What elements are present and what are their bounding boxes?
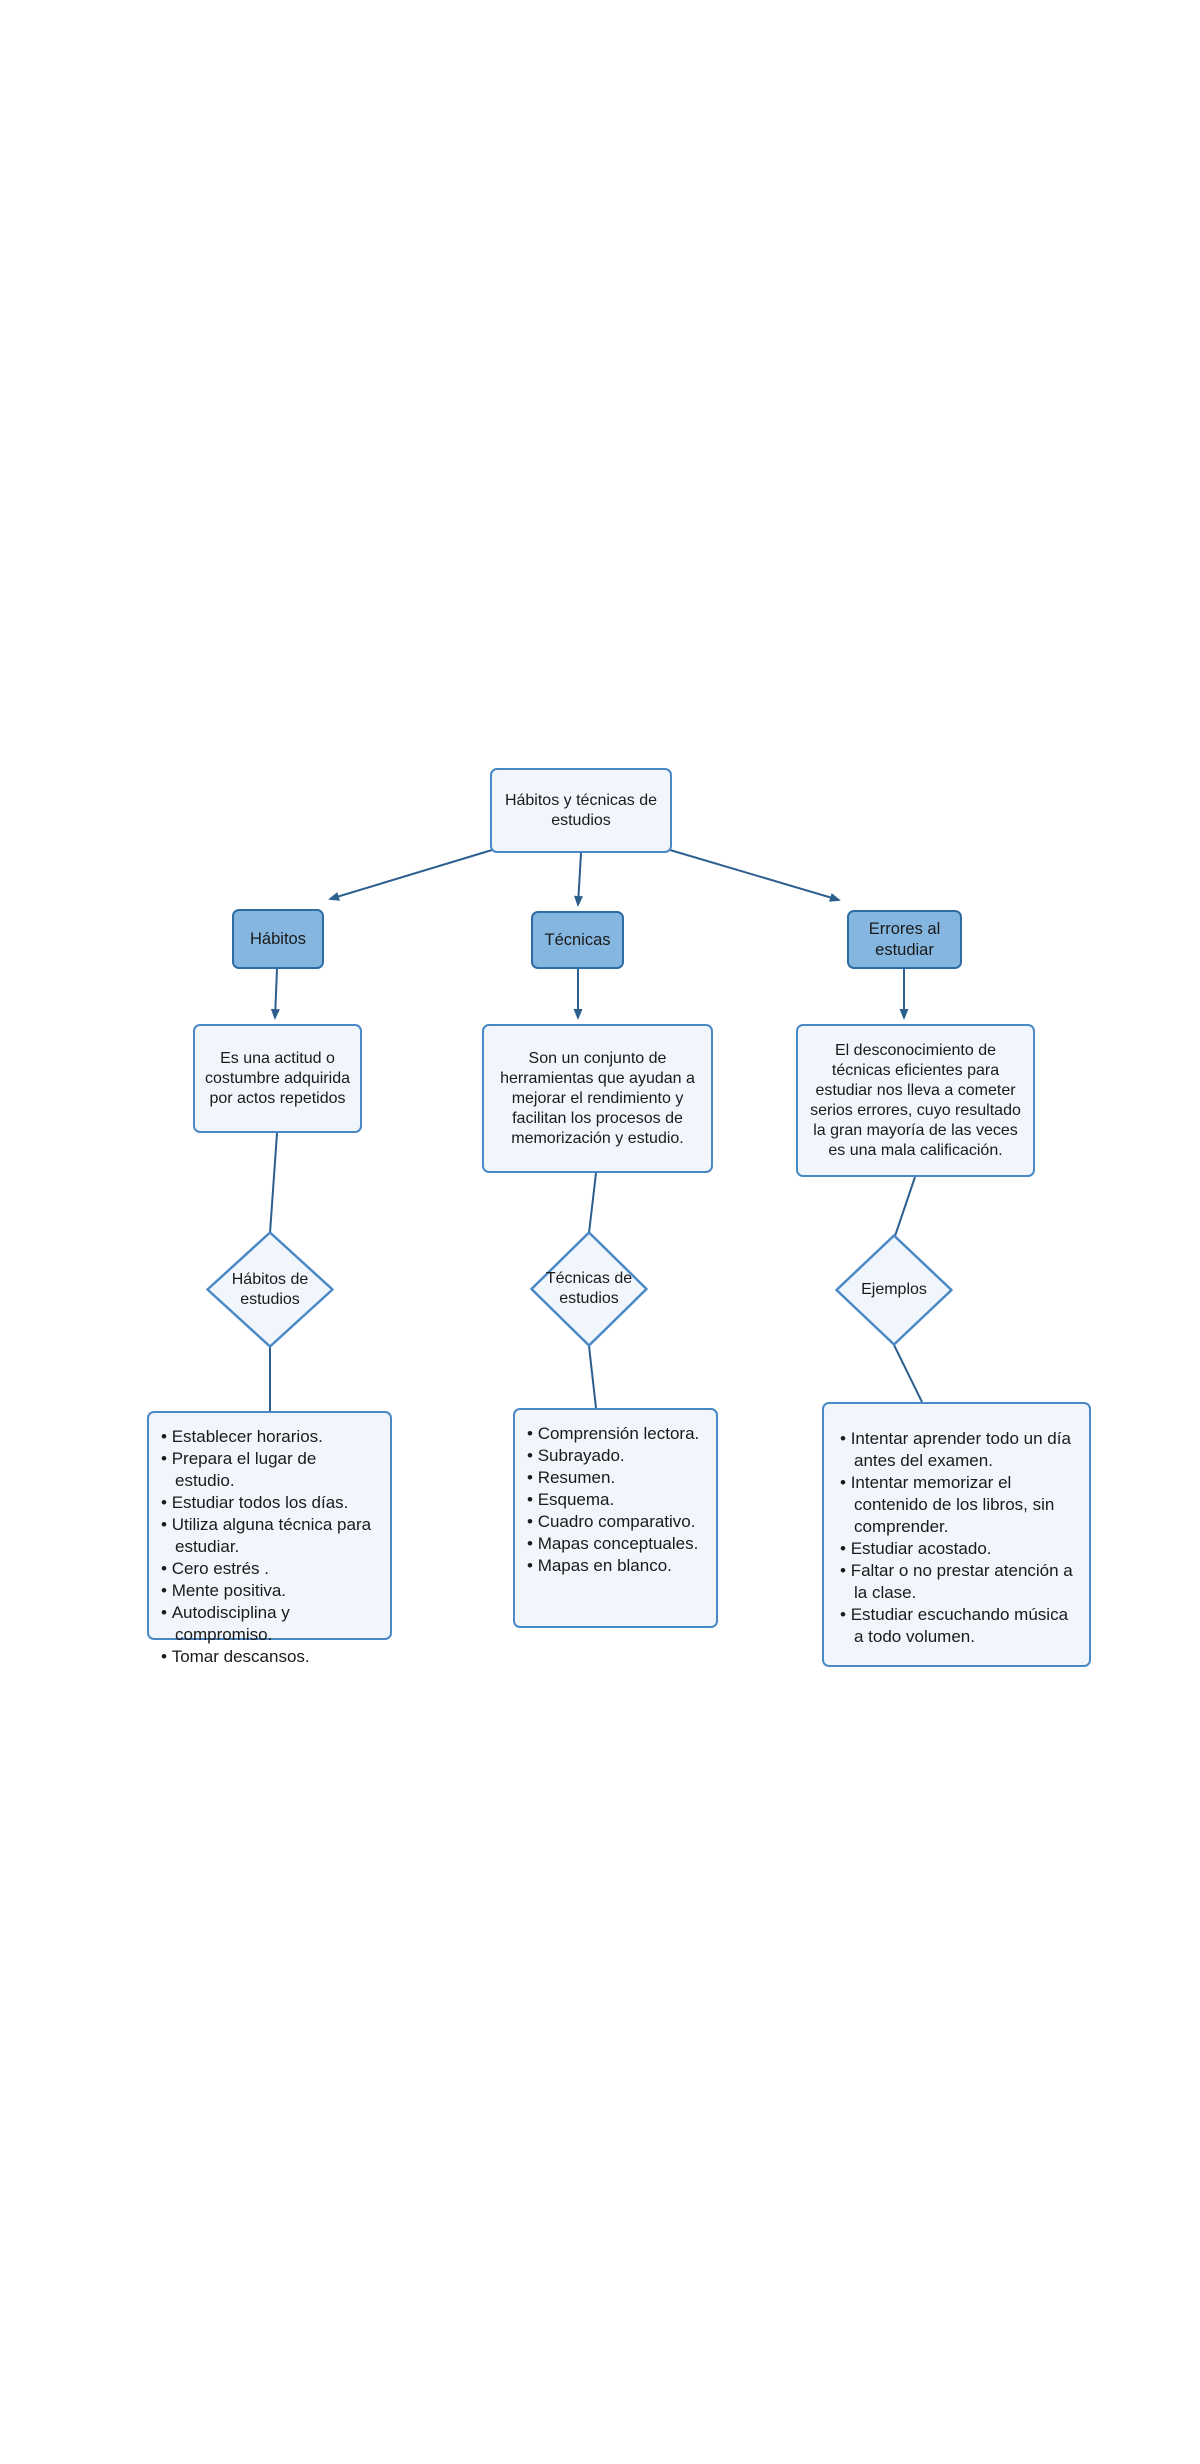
diamond-node-ejemplos: Ejemplos bbox=[835, 1234, 953, 1346]
list-item: Comprensión lectora. bbox=[527, 1423, 708, 1445]
list-item: Esquema. bbox=[527, 1489, 708, 1511]
list-item: Intentar memorizar el contenido de los l… bbox=[840, 1472, 1077, 1538]
diamond-node-tecnicas-de-estudios: Técnicas de estudios bbox=[530, 1231, 648, 1347]
category-node-habitos: Hábitos bbox=[232, 909, 324, 969]
diamond-label: Ejemplos bbox=[861, 1281, 927, 1298]
category-label: Errores al estudiar bbox=[868, 919, 941, 959]
category-label: Hábitos bbox=[250, 929, 306, 948]
description-node-habitos: Es una actitud o costumbre adquirida por… bbox=[193, 1024, 362, 1133]
description-text: El desconocimiento de técnicas eficiente… bbox=[810, 1041, 1021, 1159]
list-item: Establecer horarios. bbox=[161, 1426, 380, 1448]
list-item: Estudiar acostado. bbox=[840, 1538, 1077, 1560]
diamond-label: Hábitos de estudios bbox=[231, 1270, 309, 1308]
list-node-habitos: Establecer horarios. Prepara el lugar de… bbox=[147, 1411, 392, 1666]
list-item: Estudiar escuchando música a todo volume… bbox=[840, 1604, 1077, 1648]
description-text: Es una actitud o costumbre adquirida por… bbox=[205, 1049, 350, 1107]
category-node-tecnicas: Técnicas bbox=[531, 911, 624, 969]
list-node-tecnicas: Comprensión lectora. Subrayado. Resumen.… bbox=[513, 1408, 718, 1628]
list-item: Mente positiva. bbox=[161, 1580, 380, 1602]
description-node-tecnicas: Son un conjunto de herramientas que ayud… bbox=[482, 1024, 713, 1173]
description-node-errores: El desconocimiento de técnicas eficiente… bbox=[796, 1024, 1035, 1177]
list-item: Intentar aprender todo un día antes del … bbox=[840, 1428, 1077, 1472]
list-item: Autodisciplina y compromiso. bbox=[161, 1602, 380, 1646]
category-node-errores: Errores al estudiar bbox=[847, 910, 962, 969]
list-item: Faltar o no prestar atención a la clase. bbox=[840, 1560, 1077, 1604]
list-item: Resumen. bbox=[527, 1467, 708, 1489]
root-node-label: Hábitos y técnicas de estudios bbox=[504, 791, 658, 829]
list-item: Mapas conceptuales. bbox=[527, 1533, 708, 1555]
diamond-shape bbox=[206, 1231, 334, 1348]
bullet-list: Intentar aprender todo un día antes del … bbox=[840, 1428, 1077, 1648]
list-item: Estudiar todos los días. bbox=[161, 1492, 380, 1514]
bullet-list: Comprensión lectora. Subrayado. Resumen.… bbox=[527, 1423, 708, 1577]
bullet-list: Establecer horarios. Prepara el lugar de… bbox=[161, 1426, 380, 1668]
list-item: Cero estrés . bbox=[161, 1558, 380, 1580]
list-item: Utiliza alguna técnica para estudiar. bbox=[161, 1514, 380, 1558]
description-text: Son un conjunto de herramientas que ayud… bbox=[500, 1049, 695, 1147]
list-node-errores: Intentar aprender todo un día antes del … bbox=[822, 1402, 1091, 1667]
diamond-label: Técnicas de estudios bbox=[545, 1270, 633, 1307]
list-item: Tomar descansos. bbox=[161, 1646, 380, 1668]
list-item: Prepara el lugar de estudio. bbox=[161, 1448, 380, 1492]
diamond-node-habitos-de-estudios: Hábitos de estudios bbox=[206, 1231, 334, 1348]
list-item: Cuadro comparativo. bbox=[527, 1511, 708, 1533]
list-item: Subrayado. bbox=[527, 1445, 708, 1467]
list-item: Mapas en blanco. bbox=[527, 1555, 708, 1577]
diamond-shape bbox=[530, 1231, 648, 1347]
diamond-shape bbox=[835, 1234, 953, 1346]
category-label: Técnicas bbox=[544, 930, 611, 949]
root-node: Hábitos y técnicas de estudios bbox=[490, 768, 672, 853]
